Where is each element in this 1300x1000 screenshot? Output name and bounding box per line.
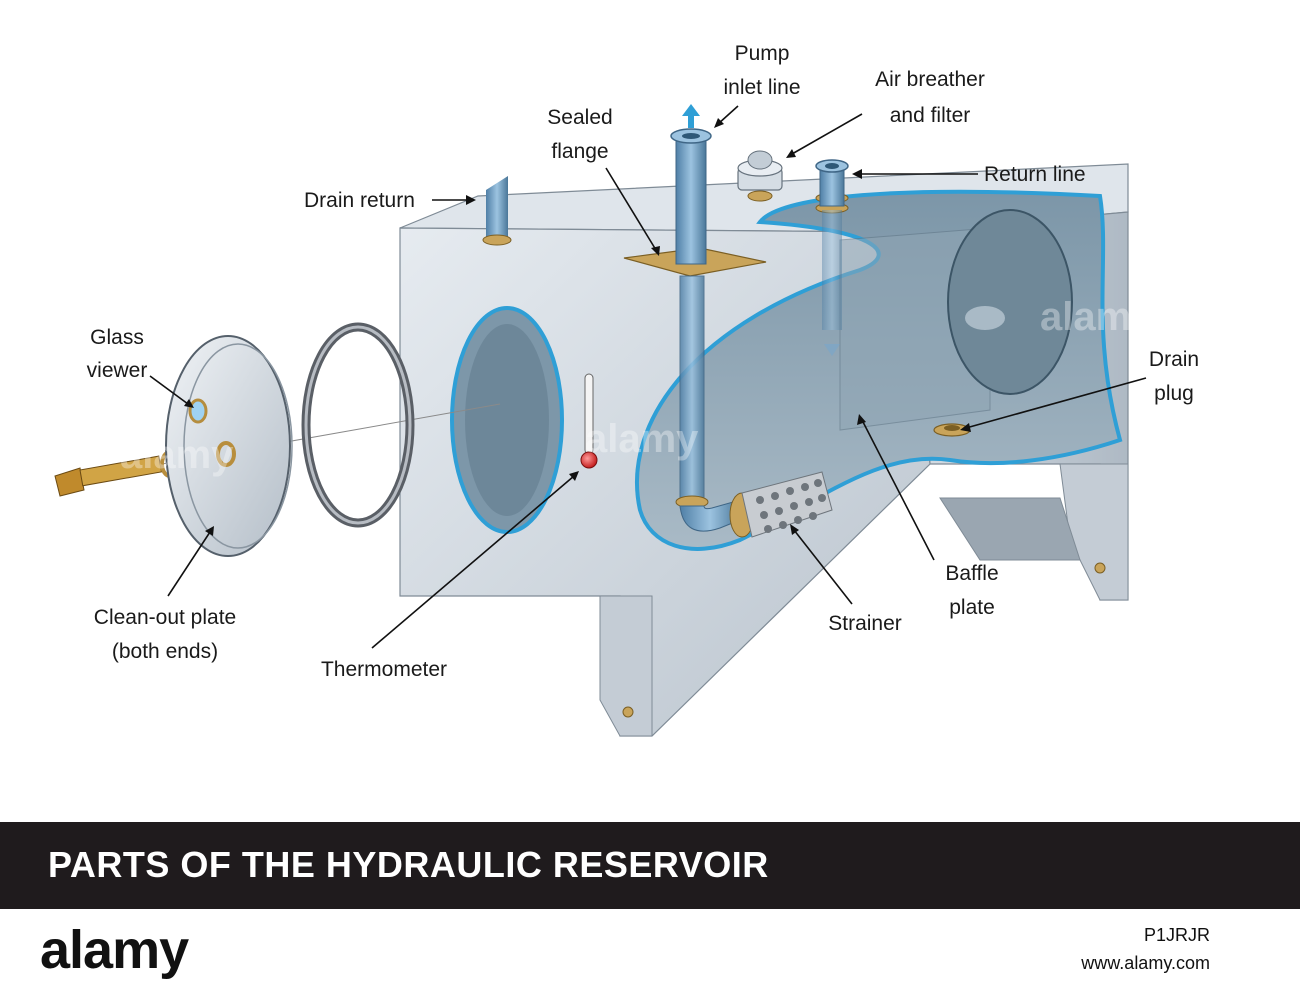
clean-out-plate: [165, 335, 293, 557]
watermark: alamy: [1040, 295, 1154, 339]
leader-lines: [149, 105, 1147, 649]
part-labels: Pump inlet line Air breather and filter …: [87, 42, 1199, 681]
label-pump-inlet-line-1: Pump: [735, 42, 790, 65]
cutaway-interior: [634, 189, 1123, 551]
label-glass-viewer-1: Glass: [90, 326, 144, 349]
footer-bar: alamy P1JRJR www.alamy.com: [0, 909, 1300, 1000]
label-drain-return: Drain return: [304, 189, 415, 212]
label-thermometer: Thermometer: [321, 658, 447, 681]
bolt: [54, 455, 163, 497]
label-clean-out-plate-1: Clean-out plate: [94, 606, 236, 629]
leg-bolt: [622, 706, 634, 718]
label-drain-plug-2: plug: [1154, 382, 1194, 405]
strainer-element: [729, 471, 833, 538]
diagram-title: PARTS OF THE HYDRAULIC RESERVOIR: [48, 844, 769, 885]
label-baffle-plate-2: plate: [949, 596, 995, 619]
label-glass-viewer-2: viewer: [87, 359, 148, 382]
image-code: P1JRJR: [1143, 925, 1210, 945]
label-sealed-flange-1: Sealed: [547, 106, 612, 129]
glass-viewer-window: [188, 398, 208, 424]
label-drain-plug-1: Drain: [1149, 348, 1199, 371]
front-opening: [450, 306, 564, 534]
watermark: alamy: [120, 433, 234, 477]
gasket-ring: [301, 322, 415, 528]
brand-logo: alamy: [40, 920, 189, 980]
label-air-breather-2: and filter: [890, 104, 971, 127]
label-clean-out-plate-2: (both ends): [112, 640, 218, 663]
site-url: www.alamy.com: [1081, 953, 1210, 973]
label-baffle-plate-1: Baffle: [945, 562, 998, 585]
air-breather-cap: [737, 150, 783, 202]
reservoir-diagram: alamy alamy alamy Pump inlet line Air br…: [54, 42, 1199, 737]
pump-inlet-assembly: [623, 104, 767, 532]
label-return-line: Return line: [984, 163, 1086, 186]
title-bar: PARTS OF THE HYDRAULIC RESERVOIR: [0, 822, 1300, 909]
label-air-breather-1: Air breather: [875, 68, 985, 91]
leg-bolt: [1094, 562, 1106, 574]
thermometer-gauge: [580, 373, 598, 469]
label-sealed-flange-2: flange: [551, 140, 608, 163]
label-pump-inlet-line-2: inlet line: [723, 76, 800, 99]
watermark: alamy: [585, 417, 699, 461]
label-strainer: Strainer: [828, 612, 902, 635]
return-line-pipe: [815, 159, 849, 356]
drain-return-pipe: [482, 176, 512, 246]
